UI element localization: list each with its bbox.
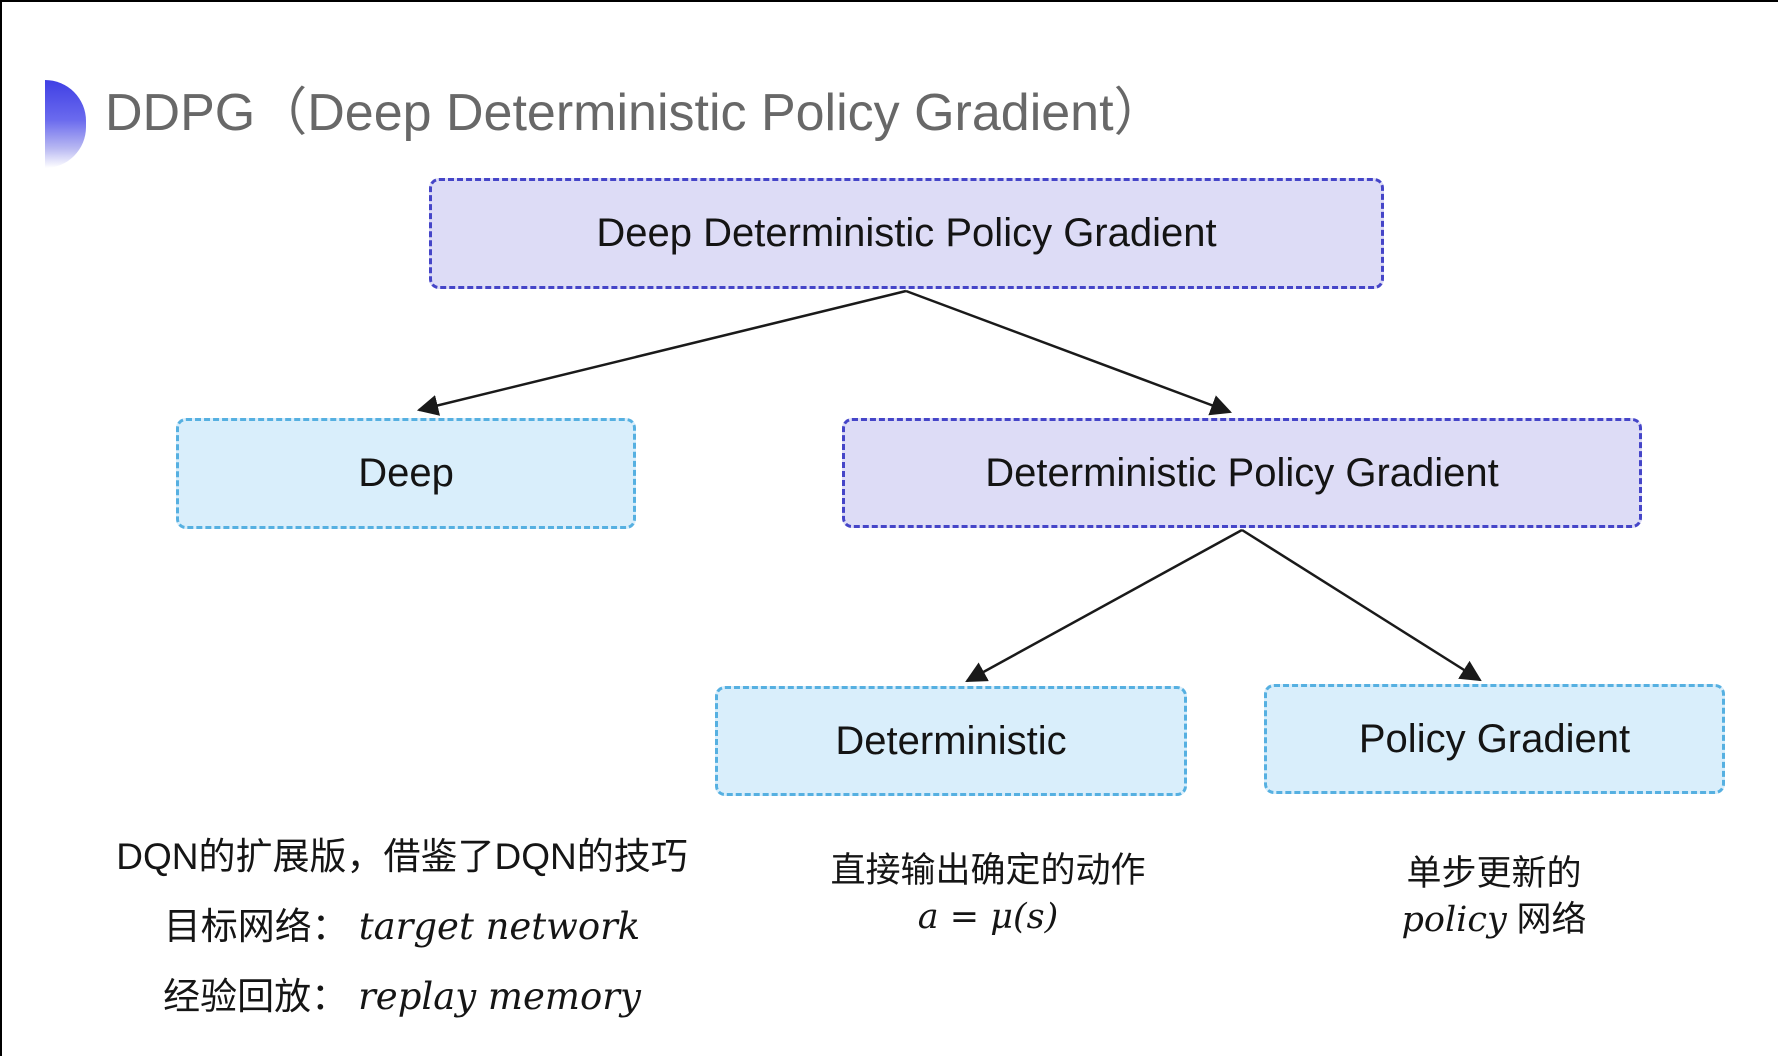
policy-gradient-note-line2: policy 网络 [1401,900,1587,940]
policy-gradient-note: 单步更新的 policy 网络 [1294,851,1694,943]
page-title: DDPG（Deep Deterministic Policy Gradient） [105,84,1166,142]
target-network-term: target network [358,905,641,948]
node-deterministic-policy-gradient: Deterministic Policy Gradient [842,418,1642,528]
policy-term: policy [1401,900,1507,940]
deterministic-note-line1: 直接输出确定的动作 [830,851,1146,890]
action-formula: a = μ(s) [917,897,1059,937]
replay-memory-term: replay memory [358,975,641,1018]
node-deep-label: Deep [358,451,454,495]
deep-note-line1: DQN的扩展版，借鉴了DQN的技巧 [116,836,688,877]
deep-note-line2: 目标网络：target network [163,905,641,948]
node-deep: Deep [176,418,636,529]
deterministic-note-formula: a = μ(s) [788,894,1188,940]
edge-dpg-to-policy-gradient [1241,528,1482,682]
node-policy-gradient: Policy Gradient [1264,684,1725,794]
deterministic-note: 直接输出确定的动作 a = μ(s) [788,848,1188,940]
node-deterministic: Deterministic [715,686,1187,796]
edge-ddpg-to-deep [416,289,907,416]
policy-gradient-note-line1: 单步更新的 [1406,854,1582,893]
deep-note-line3: 经验回放：replay memory [163,975,641,1018]
node-policy-gradient-label: Policy Gradient [1358,716,1631,761]
node-ddpg: Deep Deterministic Policy Gradient [429,178,1384,289]
half-circle-gradient-icon [45,80,86,168]
edge-ddpg-to-dpg [905,289,1232,416]
node-dpg-label: Deterministic Policy Gradient [985,450,1499,495]
node-deterministic-label: Deterministic [835,718,1067,763]
deep-note: DQN的扩展版，借鉴了DQN的技巧 目标网络：target network 经验… [112,822,692,1032]
edge-dpg-to-deterministic [965,528,1243,683]
node-ddpg-label: Deep Deterministic Policy Gradient [596,211,1217,255]
